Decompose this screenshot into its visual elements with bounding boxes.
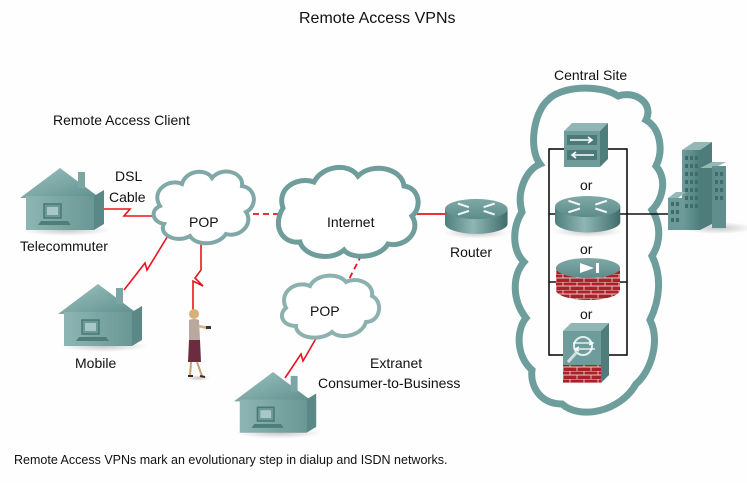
link-pop-bottom-internet: [344, 253, 363, 288]
label-or-3: or: [580, 306, 593, 322]
label-dsl: DSL: [115, 168, 143, 184]
pop-cloud-top: [151, 169, 256, 246]
link-extranet-pop: [284, 334, 319, 379]
label-cable: Cable: [109, 189, 146, 205]
label-extranet: Extranet: [370, 355, 423, 371]
label-pop-bottom: POP: [310, 303, 340, 319]
label-telecommuter: Telecommuter: [20, 238, 108, 254]
label-internet: Internet: [327, 214, 375, 230]
headquarters-building-icon: [668, 142, 747, 234]
mobile-house-icon: [57, 283, 149, 353]
central-router-icon: [552, 194, 624, 239]
label-router: Router: [450, 244, 493, 260]
pop-cloud-bottom: [279, 273, 382, 340]
edge-router-icon: [442, 197, 511, 240]
extranet-house-icon: [233, 371, 323, 440]
label-mobile: Mobile: [75, 355, 117, 371]
telecommuter-house-icon: [19, 167, 111, 237]
link-mobile-pop: [123, 233, 170, 291]
label-remote-access-client: Remote Access Client: [53, 112, 190, 128]
central-site-cloud: [511, 84, 667, 416]
link-mobile-user-pop: [192, 242, 204, 312]
label-or-1: or: [580, 177, 593, 193]
vpn-concentrator-icon: [564, 123, 608, 167]
label-or-2: or: [580, 241, 593, 257]
mobile-user-person-icon: [186, 309, 211, 381]
diagram-caption: Remote Access VPNs mark an evolutionary …: [14, 453, 448, 467]
internet-cloud: [275, 165, 421, 259]
firewall-icon: [556, 258, 620, 300]
asa-appliance-icon: [563, 323, 609, 383]
label-central-site: Central Site: [554, 67, 628, 83]
label-consumer-to-business: Consumer-to-Business: [318, 375, 461, 391]
diagram-title: Remote Access VPNs: [299, 10, 456, 27]
label-pop-top: POP: [189, 214, 219, 230]
link-telecommuter-pop: [100, 208, 157, 217]
